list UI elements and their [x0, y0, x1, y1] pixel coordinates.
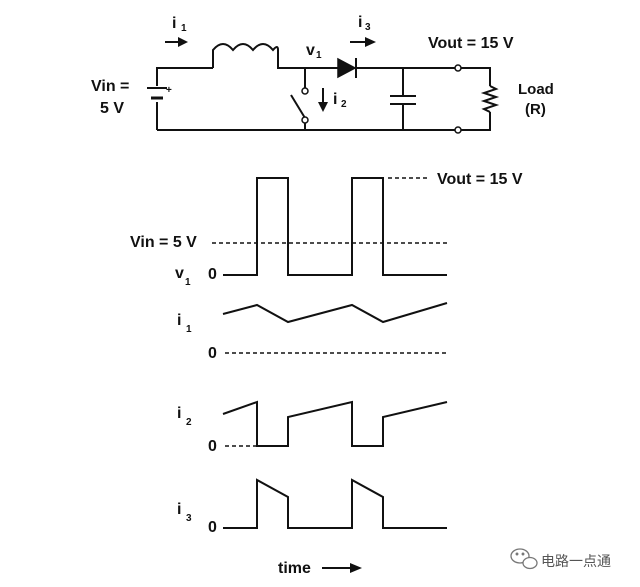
- v1-subscript: 1: [316, 50, 322, 61]
- diode-triangle: [337, 57, 357, 79]
- watermark: 电路一点通: [510, 548, 611, 570]
- vin-label-line2: 5 V: [100, 100, 124, 117]
- i1-axis-label: i: [177, 312, 181, 329]
- battery-plus-sign: +: [166, 85, 172, 96]
- input-wire: [156, 67, 213, 130]
- switch-blade: [290, 94, 306, 119]
- i2-zero-label: 0: [208, 438, 217, 455]
- vout-reference-label: Vout = 15 V: [437, 171, 523, 188]
- v1-axis-subscript: 1: [185, 277, 191, 288]
- i1-zero-label: 0: [208, 345, 217, 362]
- i1-arrow-icon: [165, 37, 188, 47]
- boost-circuit: +: [91, 14, 554, 134]
- vin-label-line1: Vin =: [91, 78, 129, 95]
- i3-axis-subscript: 3: [186, 513, 192, 524]
- vin-reference-label: Vin = 5 V: [130, 234, 197, 251]
- i3-arrow-icon: [350, 37, 376, 47]
- i1-subscript: 1: [181, 23, 187, 34]
- watermark-text: 电路一点通: [541, 554, 611, 570]
- switch-contact-top: [301, 87, 309, 95]
- i2-waveform: [222, 400, 448, 447]
- time-label: time: [278, 560, 311, 577]
- i3-waveform: [223, 478, 447, 529]
- output-terminal-bottom: [454, 126, 462, 134]
- i1-label: i: [172, 15, 176, 32]
- i1-axis-subscript: 1: [186, 324, 192, 335]
- v1-label: v: [306, 42, 315, 59]
- i3-zero-label: 0: [208, 519, 217, 536]
- load-resistor: [480, 85, 500, 113]
- i2-axis-subscript: 2: [186, 417, 192, 428]
- wechat-icon: [510, 548, 538, 570]
- i2-label: i: [333, 91, 337, 108]
- i2-subscript: 2: [341, 99, 347, 110]
- load-wires: [461, 67, 491, 131]
- v1-waveform: [223, 177, 447, 276]
- i3-subscript: 3: [365, 22, 371, 33]
- load-label-line2: (R): [525, 101, 546, 118]
- switch-contact-bottom: [301, 116, 309, 124]
- v1-zero-label: 0: [208, 266, 217, 283]
- vout-label: Vout = 15 V: [428, 35, 514, 52]
- v1-axis-label: v: [175, 265, 184, 282]
- time-arrow-icon: [322, 563, 362, 573]
- output-terminal-top: [454, 64, 462, 72]
- i1-waveform: [222, 302, 448, 324]
- i3-label: i: [358, 14, 362, 31]
- i2-axis-label: i: [177, 405, 181, 422]
- i3-axis-label: i: [177, 501, 181, 518]
- load-label-line1: Load: [518, 81, 554, 98]
- i2-arrow-icon: [318, 88, 328, 112]
- inductor: [212, 43, 305, 69]
- waveform-panel: Vout = 15 V Vin = 5 V v 1 0 i 1 0 i 2 0 …: [130, 171, 523, 577]
